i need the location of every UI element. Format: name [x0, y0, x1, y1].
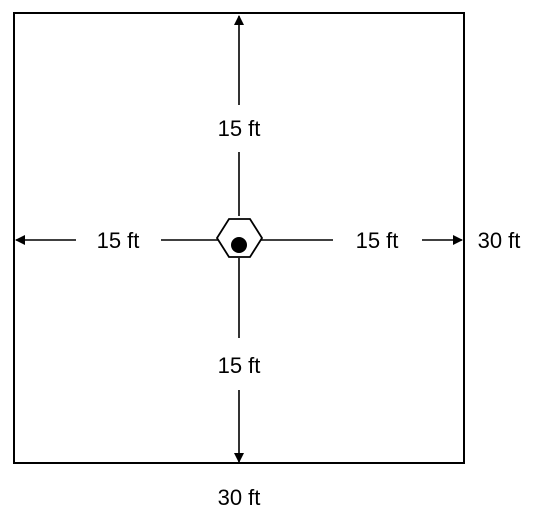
label-top-distance: 15 ft — [218, 116, 261, 141]
label-side-width: 30 ft — [478, 228, 521, 253]
label-left-distance: 15 ft — [97, 228, 140, 253]
hexagon-with-dot-icon — [215, 218, 264, 258]
label-right-distance: 15 ft — [356, 228, 399, 253]
area-boundary — [13, 12, 465, 464]
label-side-height: 30 ft — [218, 485, 261, 510]
label-bottom-distance: 15 ft — [218, 353, 261, 378]
